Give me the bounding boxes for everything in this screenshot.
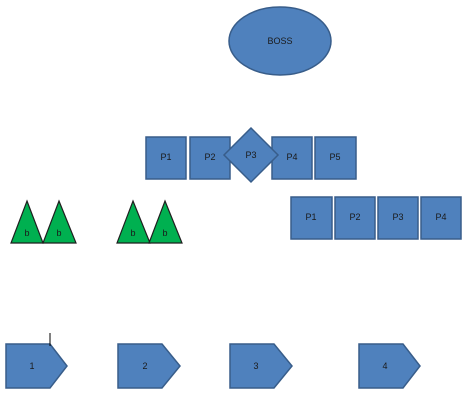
row2-square-p3	[377, 196, 419, 240]
row1-square-p1	[145, 136, 187, 180]
row2-node-p4[interactable]: P4	[420, 196, 462, 240]
green-triangle-2	[42, 199, 77, 244]
green-triangle-3	[116, 199, 151, 244]
pentagon-node-1[interactable]: 1	[5, 343, 68, 389]
row1-label-p5: P5	[329, 152, 340, 162]
triangle-group-left: b b	[10, 199, 77, 244]
row1-square-p5	[314, 136, 357, 180]
row1-node-p2[interactable]: P2	[189, 136, 231, 180]
triangle-label-2: b	[56, 228, 61, 238]
row1-node-p1[interactable]: P1	[145, 136, 187, 180]
row1-label-p3: P3	[245, 150, 256, 160]
row1-label-p1: P1	[160, 152, 171, 162]
boss-label: BOSS	[267, 36, 292, 46]
triangle-label-1: b	[24, 228, 29, 238]
row2-square-p2	[334, 196, 376, 240]
row2-label-p1: P1	[305, 212, 316, 222]
pentagon-label-4: 4	[382, 361, 387, 371]
boss-ellipse	[228, 6, 332, 76]
green-triangle-1	[10, 199, 44, 244]
row1-square-p2	[189, 136, 231, 180]
triangle-label-3: b	[130, 228, 135, 238]
row1-node-p4[interactable]: P4	[271, 136, 313, 180]
pentagon-arrow-3	[229, 343, 293, 389]
row2-square-p1	[290, 196, 333, 240]
pentagon-label-2: 2	[142, 361, 147, 371]
row1-diamond-p3	[222, 126, 280, 184]
row2-label-p3: P3	[392, 212, 403, 222]
row1-node-p3[interactable]: P3	[222, 126, 280, 184]
row2-node-p3[interactable]: P3	[377, 196, 419, 240]
green-triangle-4	[148, 199, 183, 244]
row1-label-p2: P2	[204, 152, 215, 162]
process-row-1: P1 P2 P4 P5 P3	[145, 126, 357, 184]
pentagon-arrow-1	[5, 343, 68, 389]
pentagon-node-4[interactable]: 4	[358, 343, 421, 389]
row2-label-p4: P4	[435, 212, 446, 222]
row1-square-p4	[271, 136, 313, 180]
pentagon-label-1: 1	[29, 361, 34, 371]
triangle-node-2[interactable]: b	[42, 199, 77, 244]
row2-node-p2[interactable]: P2	[334, 196, 376, 240]
row1-node-p5[interactable]: P5	[314, 136, 357, 180]
pentagon-node-2[interactable]: 2	[117, 343, 181, 389]
row2-label-p2: P2	[349, 212, 360, 222]
pentagon-arrow-4	[358, 343, 421, 389]
row1-label-p4: P4	[286, 152, 297, 162]
triangle-node-1[interactable]: b	[10, 199, 44, 244]
pentagon-label-3: 3	[253, 361, 258, 371]
row2-square-p4	[420, 196, 462, 240]
boss-node[interactable]: BOSS	[228, 6, 332, 76]
pentagon-row: 1 2 3 4	[5, 343, 421, 389]
triangle-node-4[interactable]: b	[148, 199, 183, 244]
process-row-2: P1 P2 P3 P4	[290, 196, 462, 240]
triangle-label-4: b	[162, 228, 167, 238]
triangle-node-3[interactable]: b	[116, 199, 151, 244]
row2-node-p1[interactable]: P1	[290, 196, 333, 240]
pentagon-node-3[interactable]: 3	[229, 343, 293, 389]
triangle-group-right: b b	[116, 199, 183, 244]
pentagon-arrow-2	[117, 343, 181, 389]
